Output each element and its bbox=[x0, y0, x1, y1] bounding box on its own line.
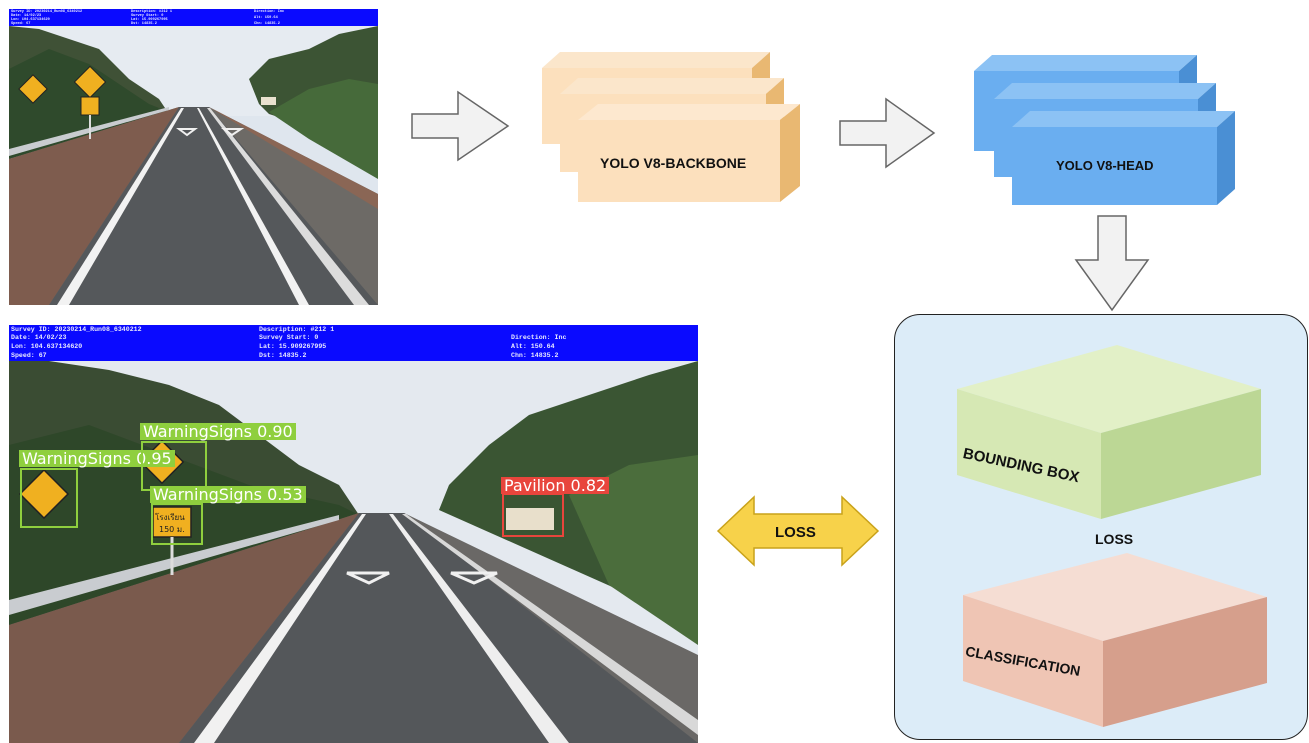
loss-arrow-label: LOSS bbox=[775, 524, 816, 541]
bounding-box-block bbox=[957, 345, 1261, 519]
hud-survey-id: Survey ID: 20230214_Run08_6340212 bbox=[11, 10, 83, 14]
backbone-blocks bbox=[542, 52, 800, 202]
head-blocks bbox=[974, 55, 1235, 205]
sign-text: 150 ม. bbox=[159, 525, 185, 534]
loss-panel: BOUNDING BOX LOSS CLASSIFICATION bbox=[894, 314, 1308, 740]
sign-text: โรงเรียน bbox=[155, 513, 185, 522]
hud-dst: Dst: 14835.2 bbox=[259, 352, 307, 359]
flow-arrow-right bbox=[411, 90, 510, 162]
output-road-image: Survey ID: 20230214_Run08_6340212 Date: … bbox=[9, 325, 698, 743]
hud-description: Description: #212 1 bbox=[259, 326, 335, 333]
backbone-label: YOLO V8-BACKBONE bbox=[600, 155, 747, 171]
flow-arrow-down bbox=[1074, 215, 1150, 312]
hud-speed: Speed: 67 bbox=[11, 352, 47, 359]
road-scene bbox=[9, 9, 378, 305]
detection-box bbox=[141, 441, 207, 491]
hud-direction: Direction: Inc bbox=[254, 10, 285, 14]
hud-chn: Chn: 14835.2 bbox=[254, 22, 280, 26]
hud-description: Description: #212 1 bbox=[131, 10, 172, 14]
hud-bar: Survey ID: 20230214_Run08_6340212 Date: … bbox=[9, 9, 378, 26]
road-scene bbox=[9, 325, 698, 743]
detection-box bbox=[502, 493, 564, 537]
detection-label: WarningSigns 0.95 bbox=[19, 450, 175, 467]
hud-date: Date: 14/02/23 bbox=[11, 334, 67, 341]
hud-dst: Dst: 14835.2 bbox=[131, 22, 157, 26]
detection-box bbox=[151, 503, 203, 545]
hud-lat: Lat: 15.909267995 bbox=[131, 18, 168, 22]
hud-date: Date: 14/02/23 bbox=[11, 14, 42, 18]
hud-speed: Speed: 67 bbox=[11, 22, 31, 26]
hud-alt: Alt: 150.64 bbox=[511, 343, 555, 350]
hud-survey-start: Survey Start: 0 bbox=[259, 334, 319, 341]
hud-lat: Lat: 15.909267995 bbox=[259, 343, 327, 350]
hud-survey-start: Survey Start: 0 bbox=[131, 14, 164, 18]
hud-direction: Direction: Inc bbox=[511, 334, 567, 341]
hud-survey-id: Survey ID: 20230214_Run08_6340212 bbox=[11, 326, 142, 333]
loss-double-arrow bbox=[716, 495, 880, 567]
hud-alt: Alt: 150.64 bbox=[254, 16, 278, 20]
hud-lon: Lon: 104.637134620 bbox=[11, 343, 83, 350]
head-label: YOLO V8-HEAD bbox=[1056, 158, 1154, 173]
detection-label: WarningSigns 0.53 bbox=[150, 486, 306, 503]
classification-block bbox=[963, 553, 1267, 727]
hud-lon: Lon: 104.637134620 bbox=[11, 18, 50, 22]
hud-bar: Survey ID: 20230214_Run08_6340212 Date: … bbox=[9, 325, 698, 361]
input-road-image: Survey ID: 20230214_Run08_6340212 Date: … bbox=[9, 9, 378, 305]
loss-label: LOSS bbox=[1095, 531, 1134, 547]
detection-box bbox=[20, 468, 78, 528]
hud-chn: Chn: 14835.2 bbox=[511, 352, 559, 359]
flow-arrow-right bbox=[839, 97, 936, 169]
detection-label: WarningSigns 0.90 bbox=[140, 423, 296, 440]
detection-label: Pavilion 0.82 bbox=[501, 477, 610, 494]
